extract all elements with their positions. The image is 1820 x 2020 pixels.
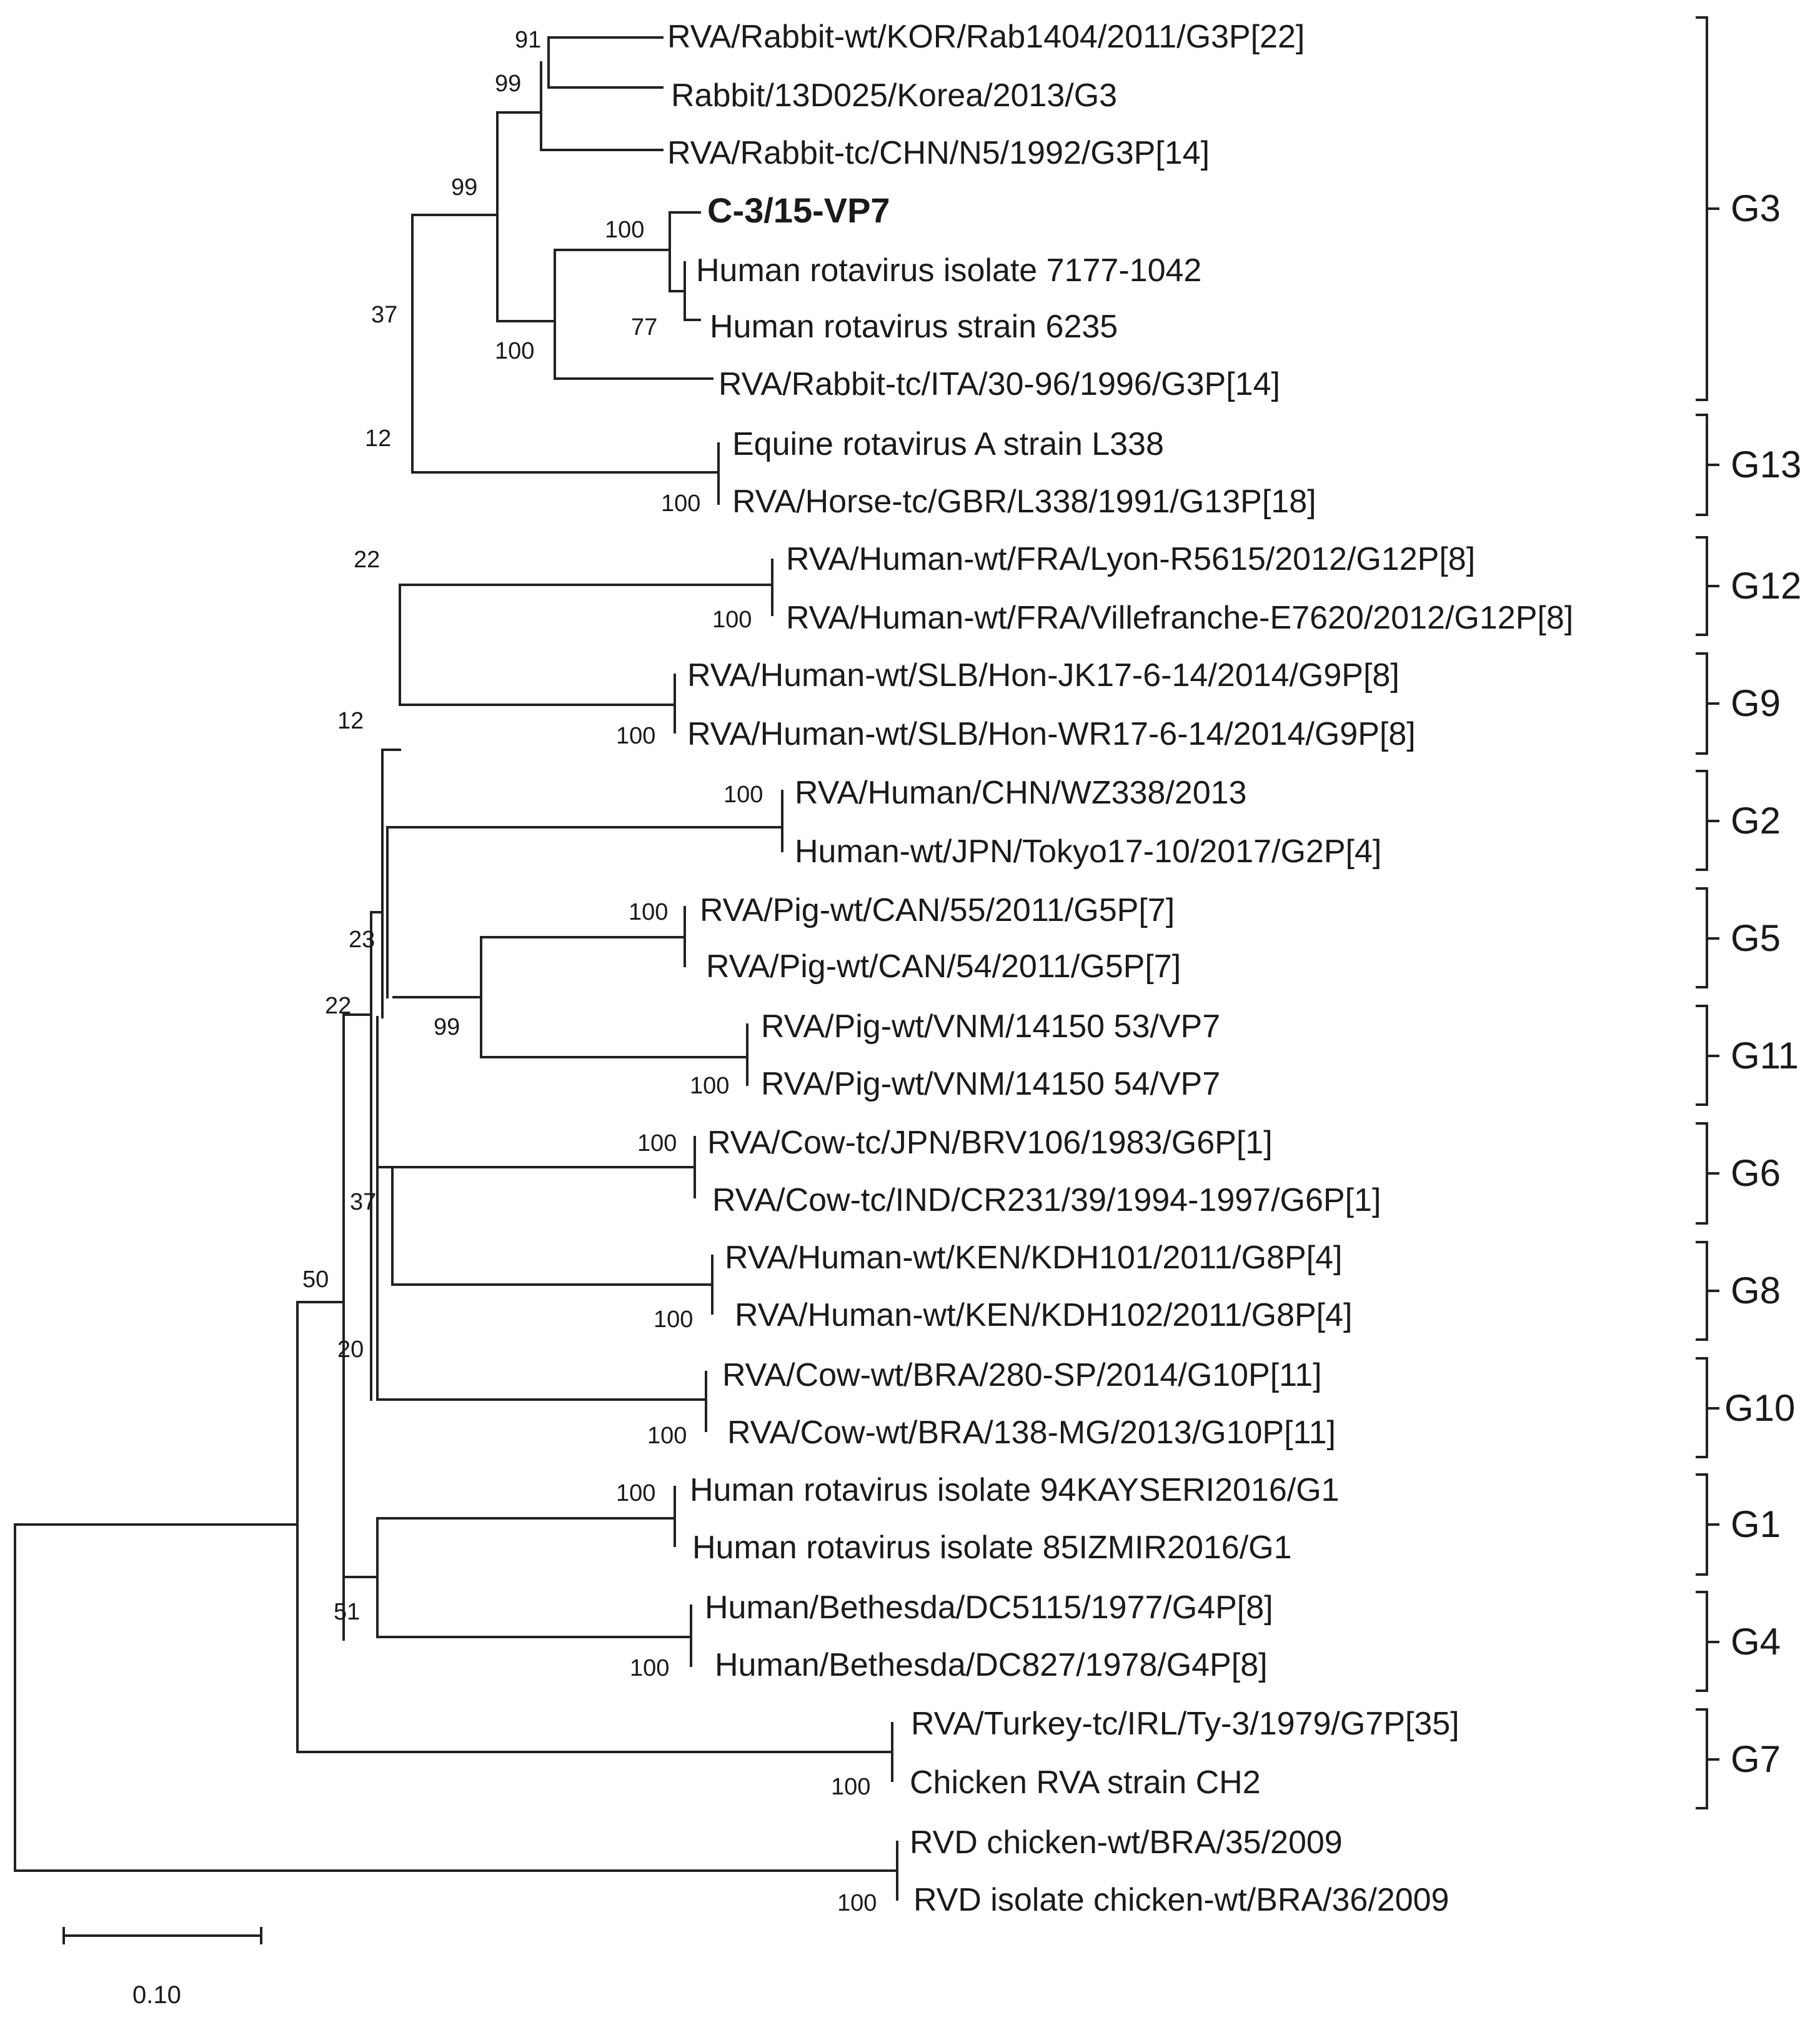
genotype-label: G9: [1731, 682, 1781, 724]
bootstrap-value: 100: [654, 1306, 693, 1333]
leaf-label: Human rotavirus strain 6235: [710, 309, 1118, 345]
genotype-label: G3: [1731, 187, 1781, 229]
leaf-label: RVA/Cow-tc/JPN/BRV106/1983/G6P[1]: [707, 1125, 1273, 1161]
bootstrap-value: 100: [605, 217, 644, 243]
tree-edges: [14, 36, 898, 1901]
genotype-label: G11: [1731, 1035, 1799, 1077]
leaf-label: RVA/Human/CHN/WZ338/2013: [795, 775, 1246, 811]
bootstrap-value: 77: [631, 314, 657, 341]
genotype-label: G13: [1731, 444, 1801, 485]
leaf-label: RVA/Rabbit-tc/ITA/30-96/1996/G3P[14]: [719, 366, 1280, 402]
bootstrap-value: 100: [637, 1130, 677, 1157]
bootstrap-value: 100: [661, 490, 700, 517]
leaf-label: RVA/Turkey-tc/IRL/Ty-3/1979/G7P[35]: [911, 1706, 1459, 1742]
bootstrap-value: 12: [365, 425, 391, 452]
bootstrap-values: 91 99 99 100 77 100 37 12 100 22 100 12 …: [302, 27, 877, 1916]
genotype-label: G6: [1731, 1152, 1781, 1194]
bootstrap-value: 37: [350, 1189, 376, 1215]
leaf-label: Human rotavirus isolate 94KAYSERI2016/G1: [690, 1472, 1340, 1508]
leaf-labels: RVA/Rabbit-wt/KOR/Rab1404/2011/G3P[22] R…: [667, 19, 1573, 1918]
bootstrap-value: 100: [831, 1774, 870, 1800]
leaf-label: RVA/Pig-wt/VNM/14150 54/VP7: [761, 1066, 1220, 1102]
leaf-label-query-strain: C-3/15-VP7: [707, 191, 890, 230]
genotype-brackets: G3 G13 G12 G9 G2 G5 G11 G6 G8 G10 G1 G4 …: [1696, 16, 1801, 1809]
leaf-label: Human rotavirus isolate 7177-1042: [696, 252, 1201, 289]
genotype-label: G4: [1731, 1621, 1781, 1663]
leaf-label: Human-wt/JPN/Tokyo17-10/2017/G2P[4]: [795, 833, 1381, 870]
leaf-label: RVA/Horse-tc/GBR/L338/1991/G13P[18]: [732, 484, 1316, 520]
bootstrap-value: 99: [495, 71, 521, 97]
leaf-label: RVA/Pig-wt/VNM/14150 53/VP7: [761, 1008, 1220, 1045]
leaf-label: RVA/Cow-wt/BRA/280-SP/2014/G10P[11]: [722, 1357, 1322, 1393]
bootstrap-value: 12: [337, 708, 364, 734]
leaf-label: RVD chicken-wt/BRA/35/2009: [910, 1824, 1343, 1861]
scale-bar: 0.10: [62, 1927, 262, 2009]
leaf-label: RVA/Cow-wt/BRA/138-MG/2013/G10P[11]: [727, 1415, 1336, 1451]
bootstrap-value: 100: [629, 899, 668, 925]
leaf-label: Chicken RVA strain CH2: [910, 1764, 1261, 1801]
genotype-label: G12: [1731, 565, 1801, 607]
leaf-label: RVA/Human-wt/KEN/KDH102/2011/G8P[4]: [735, 1297, 1352, 1333]
leaf-label: RVA/Human-wt/FRA/Lyon-R5615/2012/G12P[8]: [786, 541, 1475, 577]
scale-bar-label: 0.10: [132, 1981, 181, 2009]
bootstrap-value: 100: [690, 1073, 729, 1099]
bootstrap-value: 37: [371, 302, 397, 328]
leaf-label: RVA/Human-wt/FRA/Villefranche-E7620/2012…: [786, 600, 1573, 636]
bootstrap-value: 22: [354, 547, 380, 573]
leaf-label: RVA/Human-wt/SLB/Hon-JK17-6-14/2014/G9P[…: [687, 657, 1400, 694]
bootstrap-value: 91: [515, 27, 541, 53]
leaf-label: Human/Bethesda/DC5115/1977/G4P[8]: [705, 1590, 1273, 1626]
bootstrap-value: 100: [616, 1480, 655, 1506]
bootstrap-value: 51: [334, 1599, 360, 1625]
genotype-label: G2: [1731, 800, 1781, 842]
bootstrap-value: 100: [712, 607, 752, 633]
bootstrap-value: 100: [495, 338, 534, 364]
bootstrap-value: 22: [325, 993, 351, 1019]
bootstrap-value: 99: [451, 174, 477, 201]
bootstrap-value: 100: [647, 1423, 687, 1449]
leaf-label: RVA/Rabbit-wt/KOR/Rab1404/2011/G3P[22]: [667, 19, 1305, 55]
leaf-label: Equine rotavirus A strain L338: [732, 426, 1164, 462]
leaf-label: RVA/Cow-tc/IND/CR231/39/1994-1997/G6P[1]: [712, 1182, 1381, 1218]
leaf-label: RVA/Human-wt/SLB/Hon-WR17-6-14/2014/G9P[…: [687, 716, 1416, 752]
leaf-label: RVD isolate chicken-wt/BRA/36/2009: [913, 1882, 1449, 1918]
genotype-label: G10: [1724, 1387, 1795, 1429]
genotype-label: G1: [1731, 1503, 1781, 1545]
bootstrap-value: 100: [837, 1890, 877, 1916]
bootstrap-value: 100: [630, 1655, 669, 1681]
leaf-label: RVA/Pig-wt/CAN/55/2011/G5P[7]: [700, 892, 1175, 928]
leaf-label: RVA/Human-wt/KEN/KDH101/2011/G8P[4]: [725, 1240, 1342, 1276]
bootstrap-value: 100: [724, 782, 763, 808]
bootstrap-value: 50: [302, 1266, 329, 1293]
genotype-label: G5: [1731, 917, 1781, 959]
leaf-label: RVA/Pig-wt/CAN/54/2011/G5P[7]: [706, 948, 1181, 985]
genotype-label: G8: [1731, 1270, 1781, 1311]
bootstrap-value: 100: [616, 723, 655, 749]
leaf-label: Human rotavirus isolate 85IZMIR2016/G1: [692, 1530, 1292, 1566]
leaf-label: RVA/Rabbit-tc/CHN/N5/1992/G3P[14]: [667, 135, 1210, 171]
bootstrap-value: 23: [349, 927, 375, 953]
bootstrap-value: 99: [434, 1014, 460, 1040]
leaf-label: Rabbit/13D025/Korea/2013/G3: [671, 77, 1117, 114]
bootstrap-value: 20: [337, 1336, 364, 1363]
genotype-label: G7: [1731, 1738, 1781, 1780]
leaf-label: Human/Bethesda/DC827/1978/G4P[8]: [715, 1647, 1268, 1683]
